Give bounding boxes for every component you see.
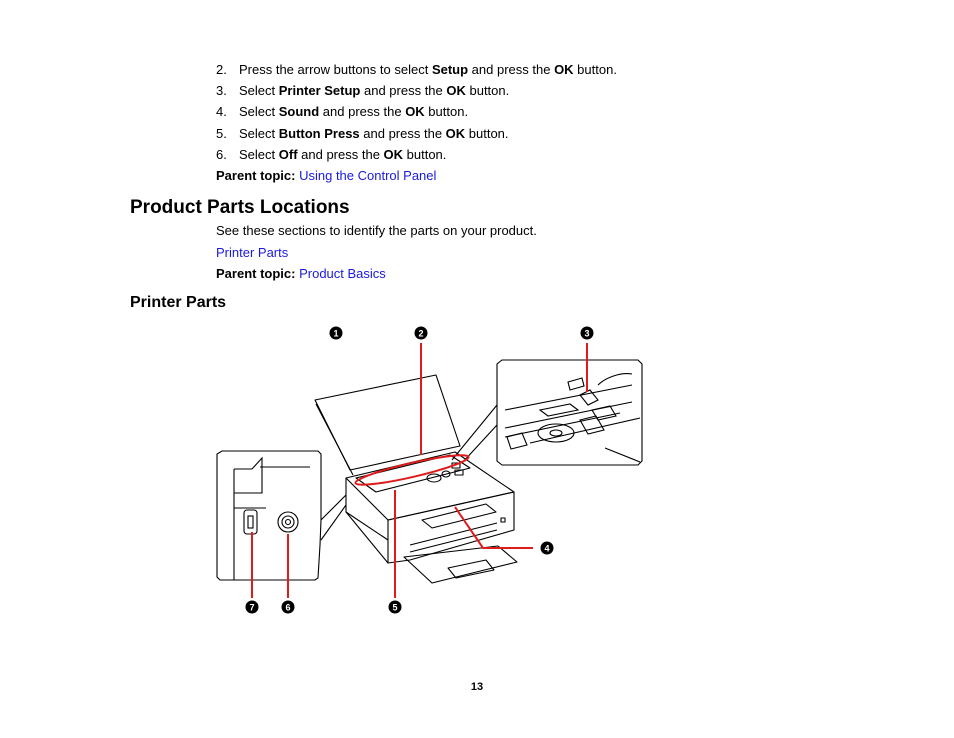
step-3: 3.Select Printer Setup and press the OK …: [216, 83, 510, 98]
callout-1: 1: [333, 329, 338, 339]
link-printer-parts[interactable]: Printer Parts: [216, 245, 289, 260]
step-5: 5.Select Button Press and press the OK b…: [216, 126, 509, 141]
callout-5: 5: [392, 603, 397, 613]
callout-6: 6: [285, 603, 290, 613]
page-number: 13: [470, 681, 484, 693]
step-6: 6.Select Off and press the OK button.: [216, 147, 447, 162]
subsection-title: Printer Parts: [130, 294, 227, 311]
callout-4-marker: [540, 541, 554, 555]
callout-1-marker: [329, 326, 343, 340]
section-intro: See these sections to identify the parts…: [216, 223, 537, 238]
callout-7-marker: [245, 600, 259, 614]
callout-3: 3: [584, 329, 589, 339]
parent-topic-control-panel: Parent topic: Using the Control Panel: [216, 168, 437, 183]
printer-parts-link-line: Printer Parts: [216, 245, 288, 261]
callout-5-marker: [388, 600, 402, 614]
callout-2-marker: [414, 326, 428, 340]
callout-6-marker: [281, 600, 295, 614]
callout-4: 4: [544, 544, 549, 554]
link-product-basics[interactable]: Product Basics: [299, 266, 386, 281]
callout-3-marker: [580, 326, 594, 340]
callout-7: 7: [249, 603, 254, 613]
link-using-the-control-panel[interactable]: Using the Control Panel: [299, 168, 437, 183]
callout-2: 2: [418, 329, 423, 339]
section-title: Product Parts Locations: [130, 197, 350, 218]
step-2: 2.Press the arrow buttons to select Setu…: [216, 62, 617, 77]
step-4: 4.Select Sound and press the OK button.: [216, 104, 469, 119]
parent-topic-product-basics: Parent topic: Product Basics: [216, 266, 386, 281]
